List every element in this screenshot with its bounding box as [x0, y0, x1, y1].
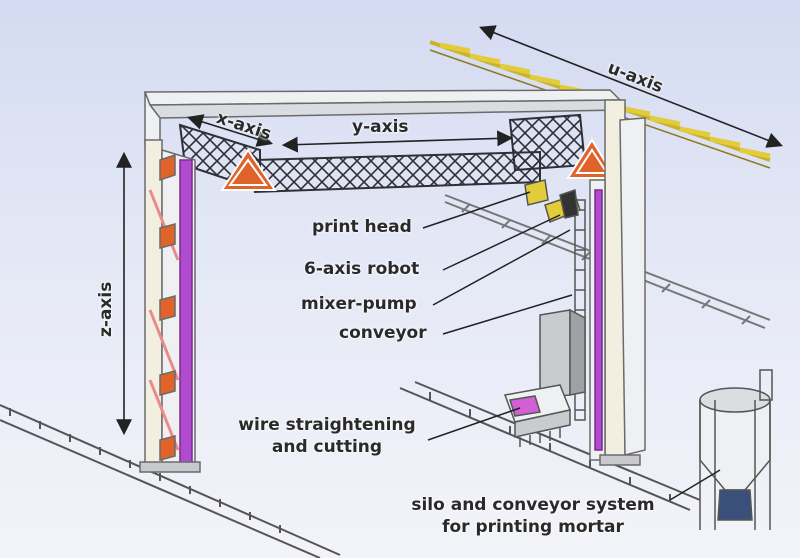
y-axis-label: y-axis: [352, 117, 409, 137]
mixer-pump: [539, 308, 586, 399]
z-axis-label: z-axis: [96, 281, 116, 337]
robot-leader: [442, 214, 561, 271]
silo-leader: [669, 469, 721, 501]
right-ground-rail: [399, 381, 701, 511]
print-head-leader: [422, 191, 531, 229]
print-head-carriage: [524, 179, 581, 224]
x-axis-arrow: [186, 114, 274, 147]
conveyor-leader: [442, 294, 573, 335]
wire-straightening-line2: and cutting: [271, 437, 383, 457]
warning-triangle-right: [566, 138, 617, 179]
conveyor-label: conveyor: [339, 323, 427, 343]
silo: [699, 369, 773, 530]
wire-straightening-machine: [503, 384, 572, 447]
robot-label: 6-axis robot: [304, 259, 420, 279]
wire-leader: [427, 407, 521, 441]
silo-label: silo and conveyor system for printing mo…: [388, 494, 678, 538]
left-column: [139, 139, 201, 473]
print-head-label: print head: [312, 217, 412, 237]
u-axis-arrow: [479, 25, 783, 148]
mixer-pump-leader: [432, 229, 571, 306]
wire-straightening-label: wire straightening and cutting: [222, 414, 432, 458]
left-ground-rail: [0, 404, 341, 558]
right-column: [574, 99, 646, 466]
mixer-pump-label: mixer-pump: [301, 294, 417, 314]
y-axis-arrow: [281, 130, 514, 153]
silo-line2: for printing mortar: [442, 517, 624, 537]
callout-leader-lines: [422, 191, 721, 501]
warning-triangle-left: [220, 148, 277, 191]
wire-straightening-line1: wire straightening: [238, 415, 416, 435]
silo-line1: silo and conveyor system: [411, 495, 655, 515]
